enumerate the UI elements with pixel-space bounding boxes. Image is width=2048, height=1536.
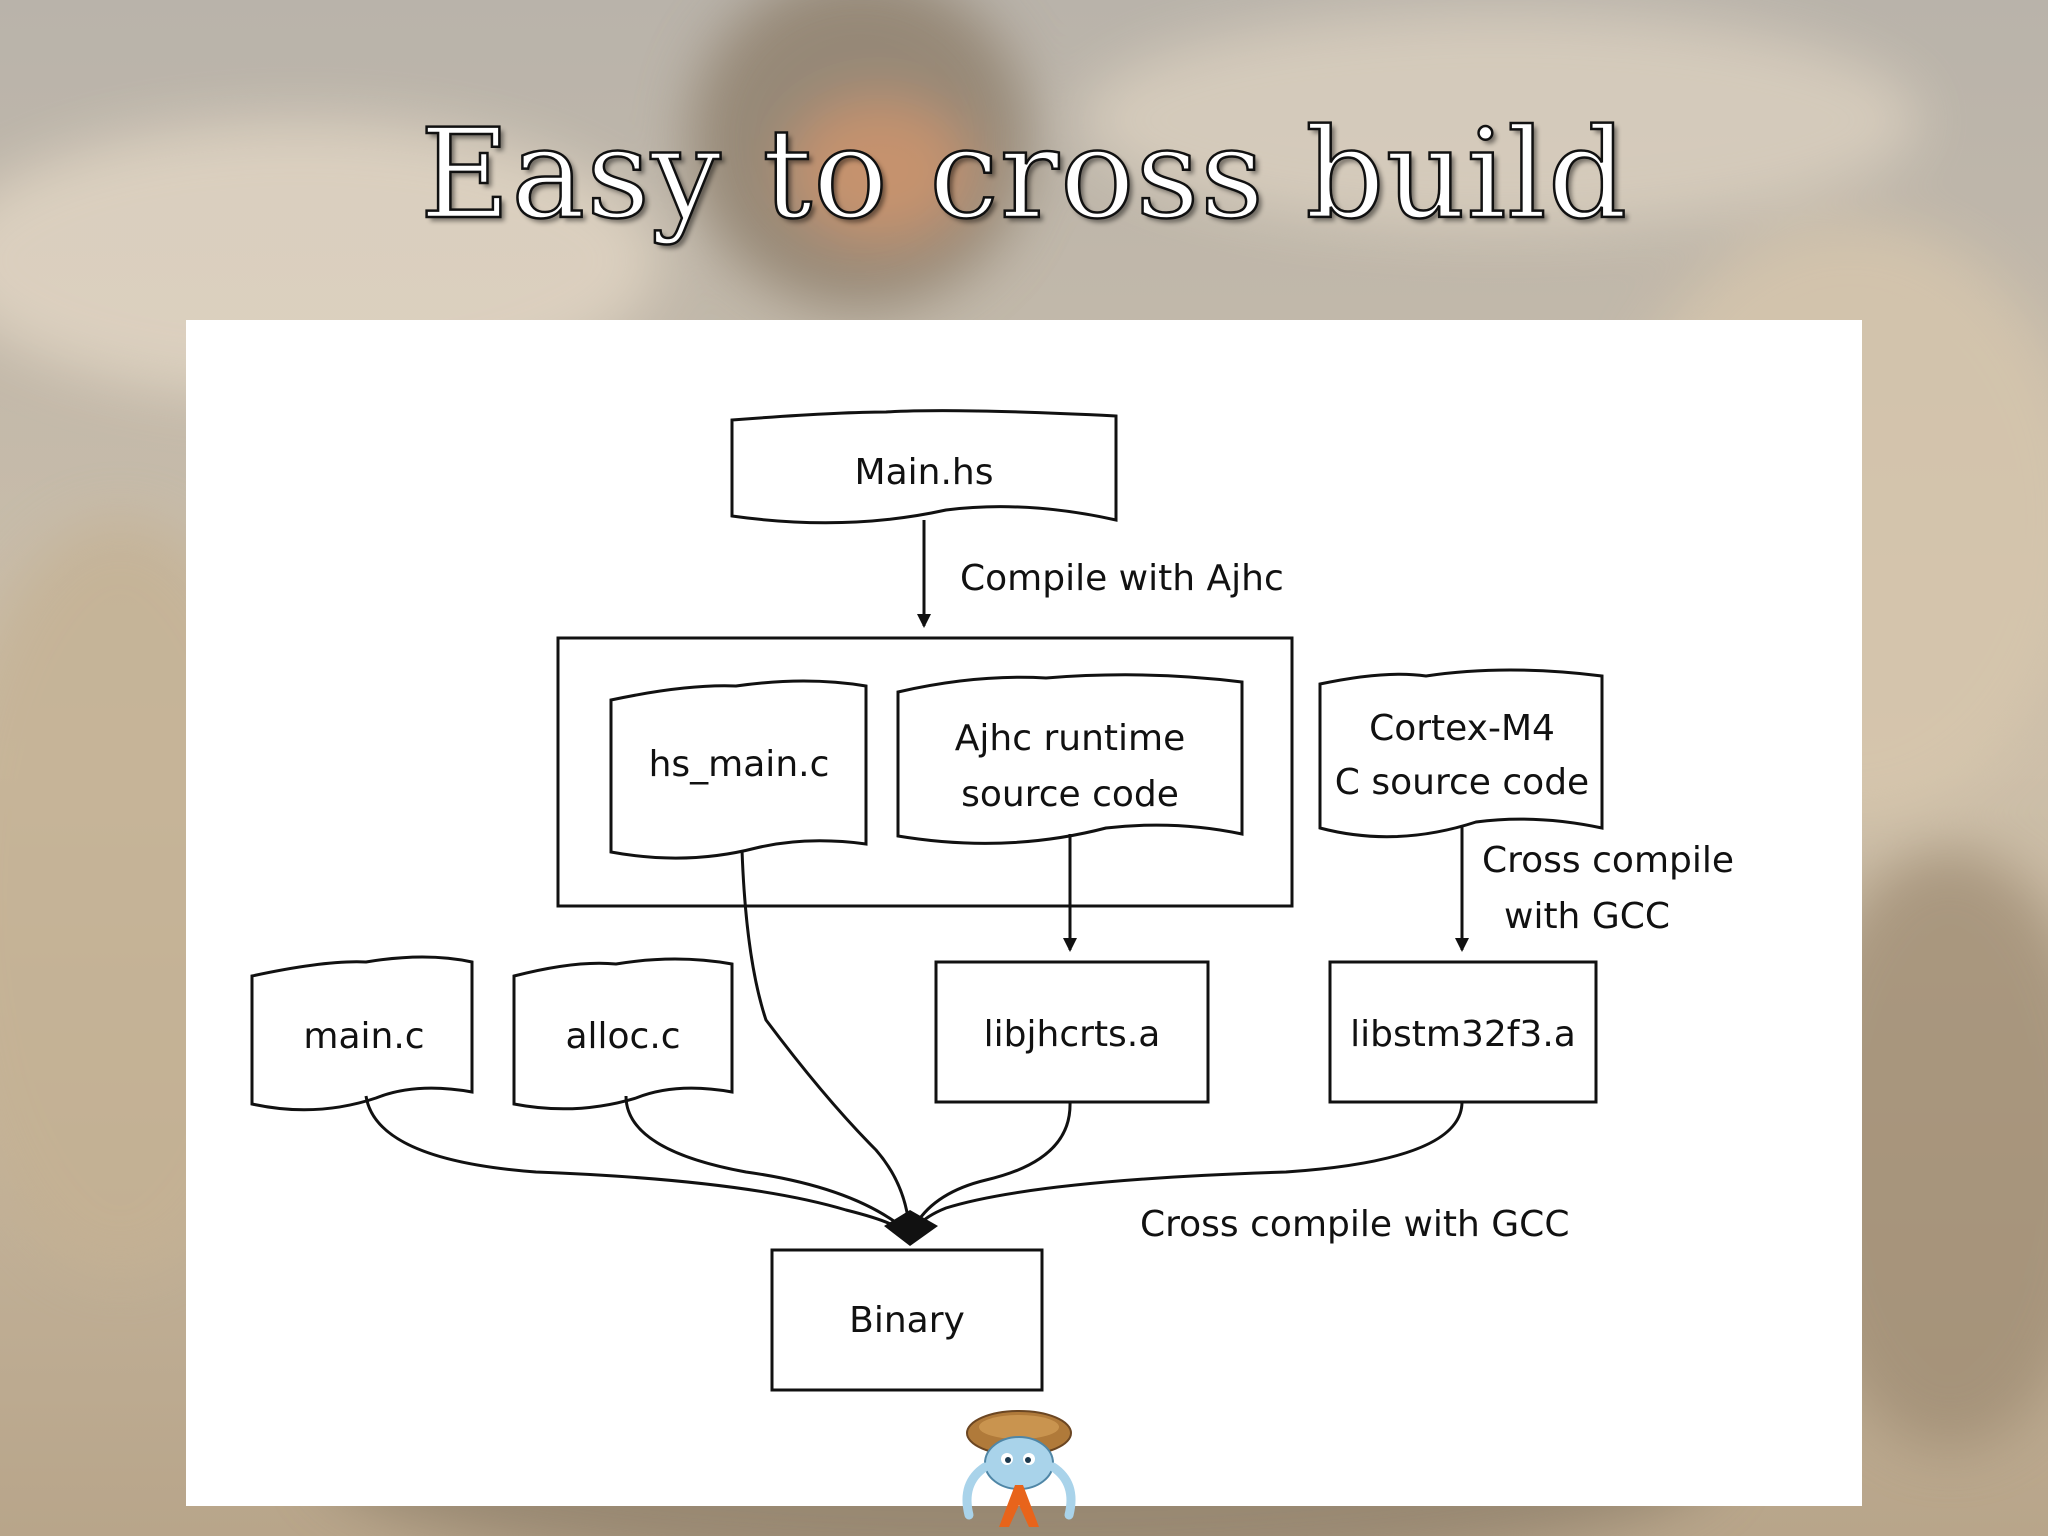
cortex-m4-label-line1: Cortex-M4 — [1369, 708, 1555, 749]
ajhc-runtime-label-line2: source code — [961, 774, 1179, 815]
cross-compile-label-line2: with GCC — [1504, 896, 1670, 937]
binary-box — [770, 1248, 1044, 1392]
curve-main-c-to-binary — [364, 1095, 899, 1230]
diagram-panel — [186, 320, 1862, 1506]
main-hs-document — [730, 409, 1118, 525]
slide-title: Easy to cross build — [419, 102, 1629, 249]
compile-ajhc-label: Compile with Ajhc — [960, 558, 1284, 599]
main-hs-label: Main.hs — [855, 452, 994, 493]
libjhcrts-label: libjhcrts.a — [984, 1014, 1161, 1055]
cortex-m4-document — [1318, 668, 1604, 839]
build-flow-diagram: Main.hs Compile with Ajhc hs_main.c Ajhc… — [250, 409, 1734, 1392]
hs-main-c-label: hs_main.c — [649, 744, 830, 785]
curve-hs-main-to-binary — [740, 849, 910, 1219]
curve-libstm32-to-binary — [916, 1101, 1464, 1227]
merge-arrowhead — [884, 1210, 938, 1246]
ajhc-output-container — [556, 636, 1294, 908]
curve-alloc-c-to-binary — [624, 1095, 899, 1226]
binary-label: Binary — [849, 1300, 965, 1341]
main-c-document — [250, 955, 474, 1112]
alloc-c-document — [512, 957, 734, 1111]
ajhc-crab-mascot-icon — [962, 1410, 1076, 1527]
libstm32f3-label: libstm32f3.a — [1350, 1014, 1576, 1055]
alloc-c-label: alloc.c — [565, 1016, 680, 1057]
hs-main-c-document — [609, 679, 868, 860]
cross-compile-gcc-label: Cross compile with GCC — [1140, 1204, 1569, 1245]
libjhcrts-box — [934, 960, 1210, 1104]
cross-compile-label-line1: Cross compile — [1482, 840, 1734, 881]
cortex-m4-label-line2: C source code — [1335, 762, 1589, 803]
curve-libjhcrts-to-binary — [914, 1101, 1072, 1225]
ajhc-runtime-document — [896, 673, 1244, 845]
main-c-label: main.c — [303, 1016, 424, 1057]
ajhc-runtime-label-line1: Ajhc runtime — [955, 718, 1185, 759]
